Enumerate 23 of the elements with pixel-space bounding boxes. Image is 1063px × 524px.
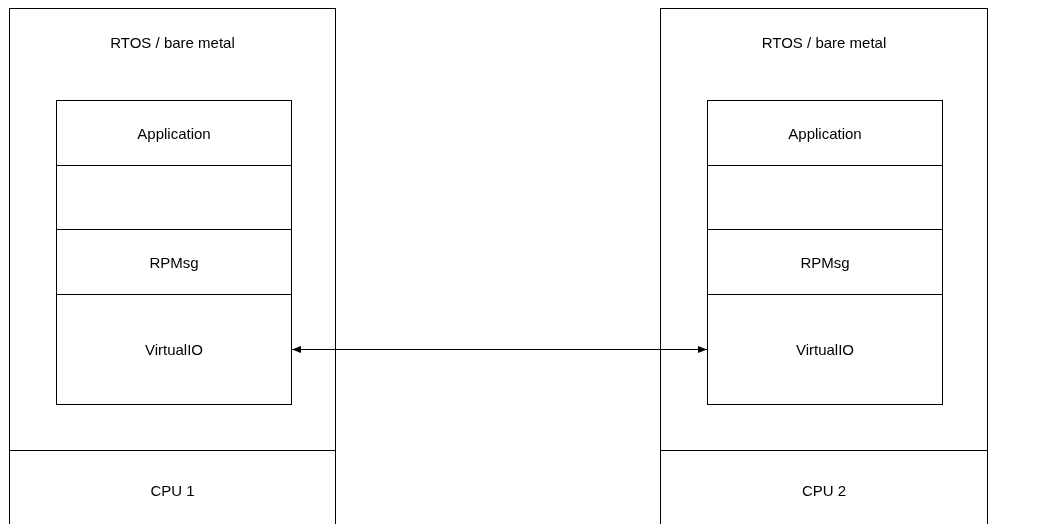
layer-box bbox=[707, 100, 943, 166]
box-label: Application bbox=[137, 124, 211, 142]
layer-box bbox=[56, 229, 292, 295]
box-label: RTOS / bare metal bbox=[110, 34, 235, 51]
layer-box bbox=[56, 100, 292, 166]
layer-box bbox=[707, 229, 943, 295]
box-label: VirtualIO bbox=[795, 341, 855, 358]
layer-box bbox=[660, 8, 988, 451]
box-label: CPU 1 bbox=[150, 482, 195, 499]
box-label: RPMsg bbox=[149, 253, 199, 271]
box-label: CPU 2 bbox=[801, 482, 847, 499]
layer-box bbox=[707, 294, 943, 405]
double-arrow bbox=[291, 345, 708, 354]
box-label: RTOS / bare metal bbox=[761, 34, 887, 51]
layer-box bbox=[707, 165, 943, 230]
box-label: RPMsg bbox=[800, 253, 850, 271]
layer-box bbox=[9, 450, 336, 524]
box-label: Application bbox=[788, 124, 862, 142]
box-label: VirtualIO bbox=[144, 341, 204, 358]
layer-box bbox=[660, 450, 988, 524]
layer-box bbox=[56, 294, 292, 405]
layer-box bbox=[9, 8, 336, 451]
layer-box bbox=[56, 165, 292, 230]
